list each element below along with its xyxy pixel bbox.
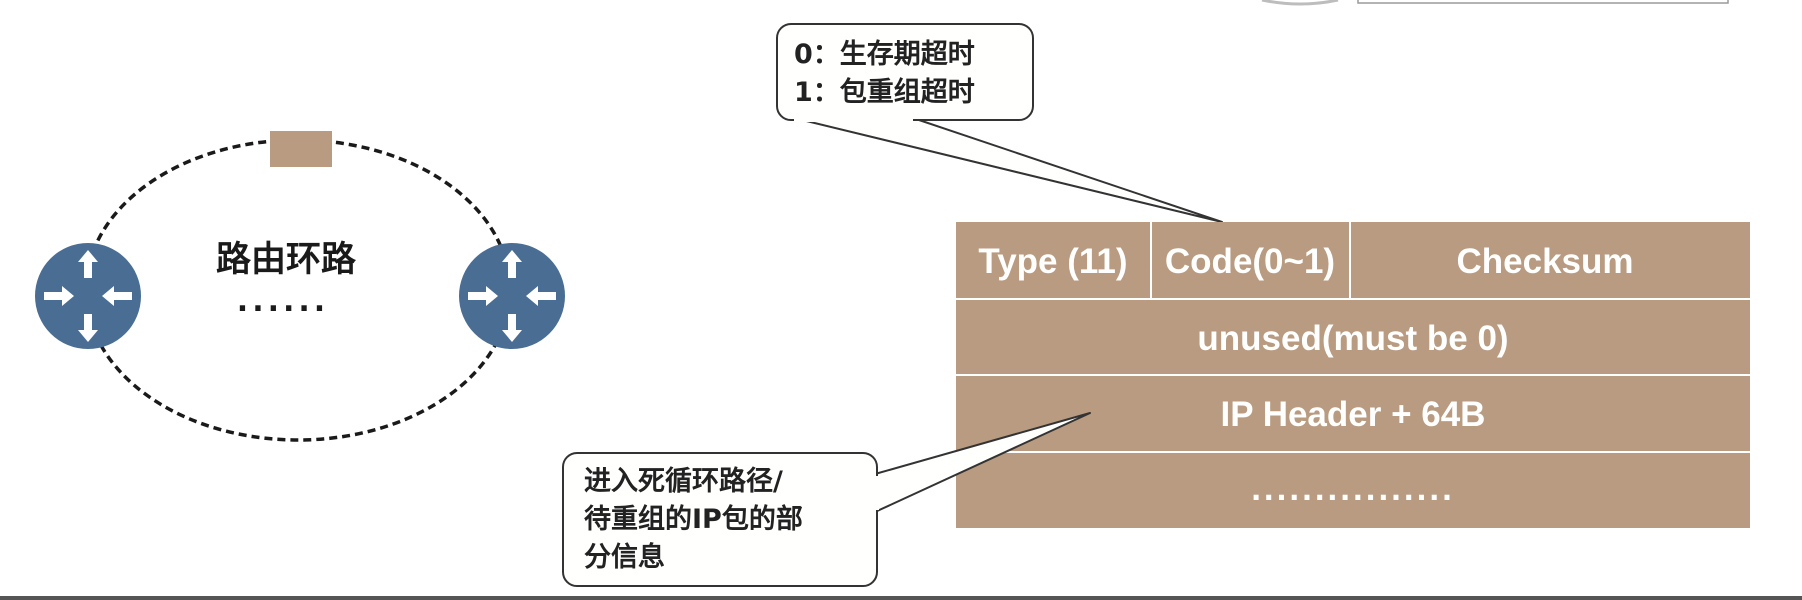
field-type: Type (11) xyxy=(978,242,1127,281)
field-unused: unused(must be 0) xyxy=(1197,319,1508,358)
callout-top-line2: 1：包重组超时 xyxy=(794,76,975,108)
routing-loop: 路由环路 ...... xyxy=(35,131,565,442)
field-more: ................ xyxy=(1251,469,1455,508)
callout-bottom-line2: 待重组的IP包的部 xyxy=(584,503,803,535)
router-icon xyxy=(459,243,565,349)
loop-dots: ...... xyxy=(237,284,329,319)
top-decoration xyxy=(1261,0,1729,6)
footer-divider xyxy=(0,596,1802,600)
field-ip-header: IP Header + 64B xyxy=(1221,395,1486,434)
field-checksum: Checksum xyxy=(1456,242,1633,281)
callout-code-meaning: 0：生存期超时 1：包重组超时 xyxy=(776,23,1223,223)
callout-ip-header: 进入死循环路径/ 待重组的IP包的部 分信息 xyxy=(562,412,1091,587)
callout-bottom-line3: 分信息 xyxy=(584,541,665,573)
callout-bottom-line1: 进入死循环路径/ xyxy=(584,465,783,497)
icmp-packet-table: Type (11) Code(0~1) Checksum unused(must… xyxy=(956,222,1750,528)
callout-top-line1: 0：生存期超时 xyxy=(794,39,975,70)
field-code: Code(0~1) xyxy=(1165,242,1335,281)
loop-label: 路由环路 xyxy=(216,240,357,280)
packet-marker xyxy=(270,131,332,167)
router-icon xyxy=(35,243,141,349)
